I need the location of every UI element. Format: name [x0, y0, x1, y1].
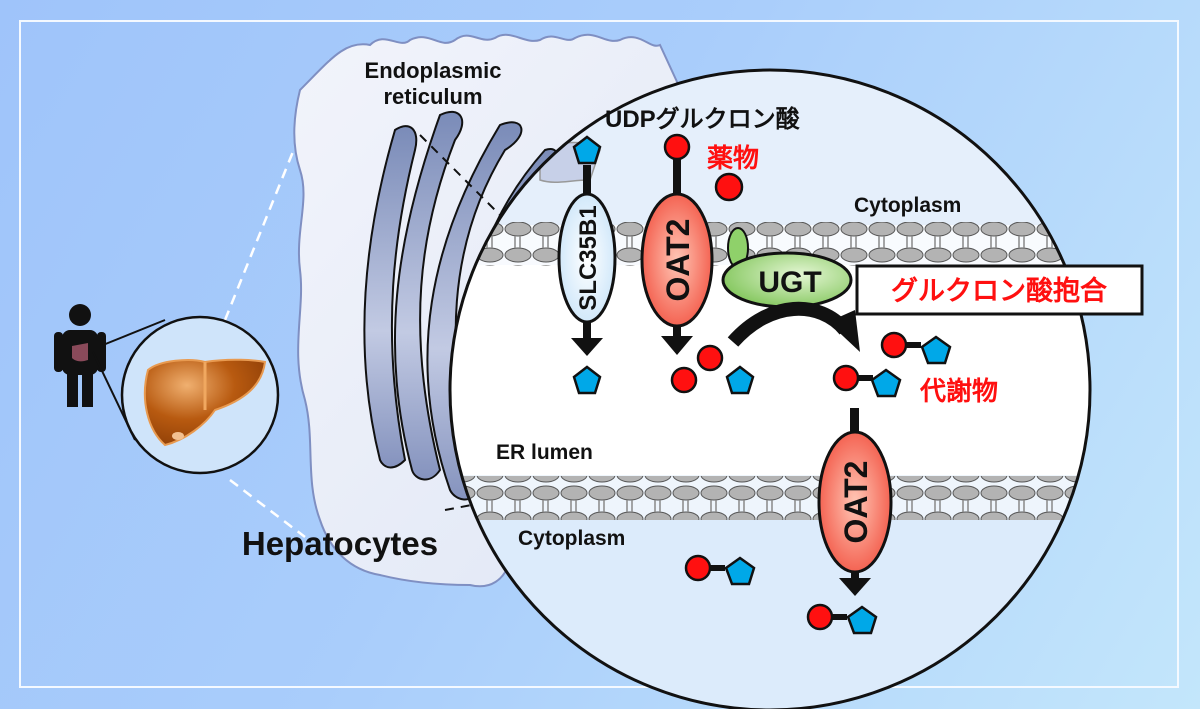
er-label-line2: reticulum	[383, 84, 482, 109]
cytoplasm-bottom-label: Cytoplasm	[518, 527, 625, 550]
oat2-lower-label: OAT2	[838, 461, 874, 544]
glucuronidation-label: グルクロン酸抱合	[891, 275, 1107, 306]
drug-molecule	[670, 366, 698, 394]
human-figure-icon	[54, 304, 106, 407]
drug-molecule	[696, 344, 724, 372]
er-zoom-line	[419, 134, 501, 216]
liver-icon	[143, 358, 267, 447]
hepatocytes-label: Hepatocytes	[242, 525, 438, 562]
metabolite-conjugate	[806, 603, 878, 635]
slc35b1-label: SLC35B1	[575, 205, 602, 310]
glucuronic-acid-molecule	[725, 365, 755, 395]
er-label-line1: Endoplasmic	[365, 58, 502, 83]
drug-label: 薬物	[707, 143, 759, 173]
drug-molecule	[714, 172, 744, 202]
inner-frame	[19, 20, 1179, 688]
metabolite-conjugate	[684, 554, 756, 586]
zoom-line-top	[223, 59, 332, 321]
cytoplasm-top-label: Cytoplasm	[854, 194, 961, 217]
glucuronidation-box	[855, 264, 1144, 316]
metabolite-label: 代謝物	[919, 376, 998, 406]
er-membrane-lower	[450, 476, 1090, 520]
reaction-arrow	[727, 301, 860, 352]
slc35b1-transporter: SLC35B1	[557, 135, 617, 395]
oat2-upper-label: OAT2	[660, 219, 696, 302]
oat2-lower-transporter: OAT2	[817, 408, 893, 596]
oat2-upper-transporter: OAT2	[640, 133, 714, 355]
er-lumen-label: ER lumen	[496, 441, 593, 464]
udp-glucuronic-acid-label: UDPグルクロン酸	[605, 106, 801, 133]
ugt-label: UGT	[758, 266, 821, 299]
metabolite-conjugate	[832, 364, 902, 398]
metabolite-conjugate	[880, 331, 952, 365]
